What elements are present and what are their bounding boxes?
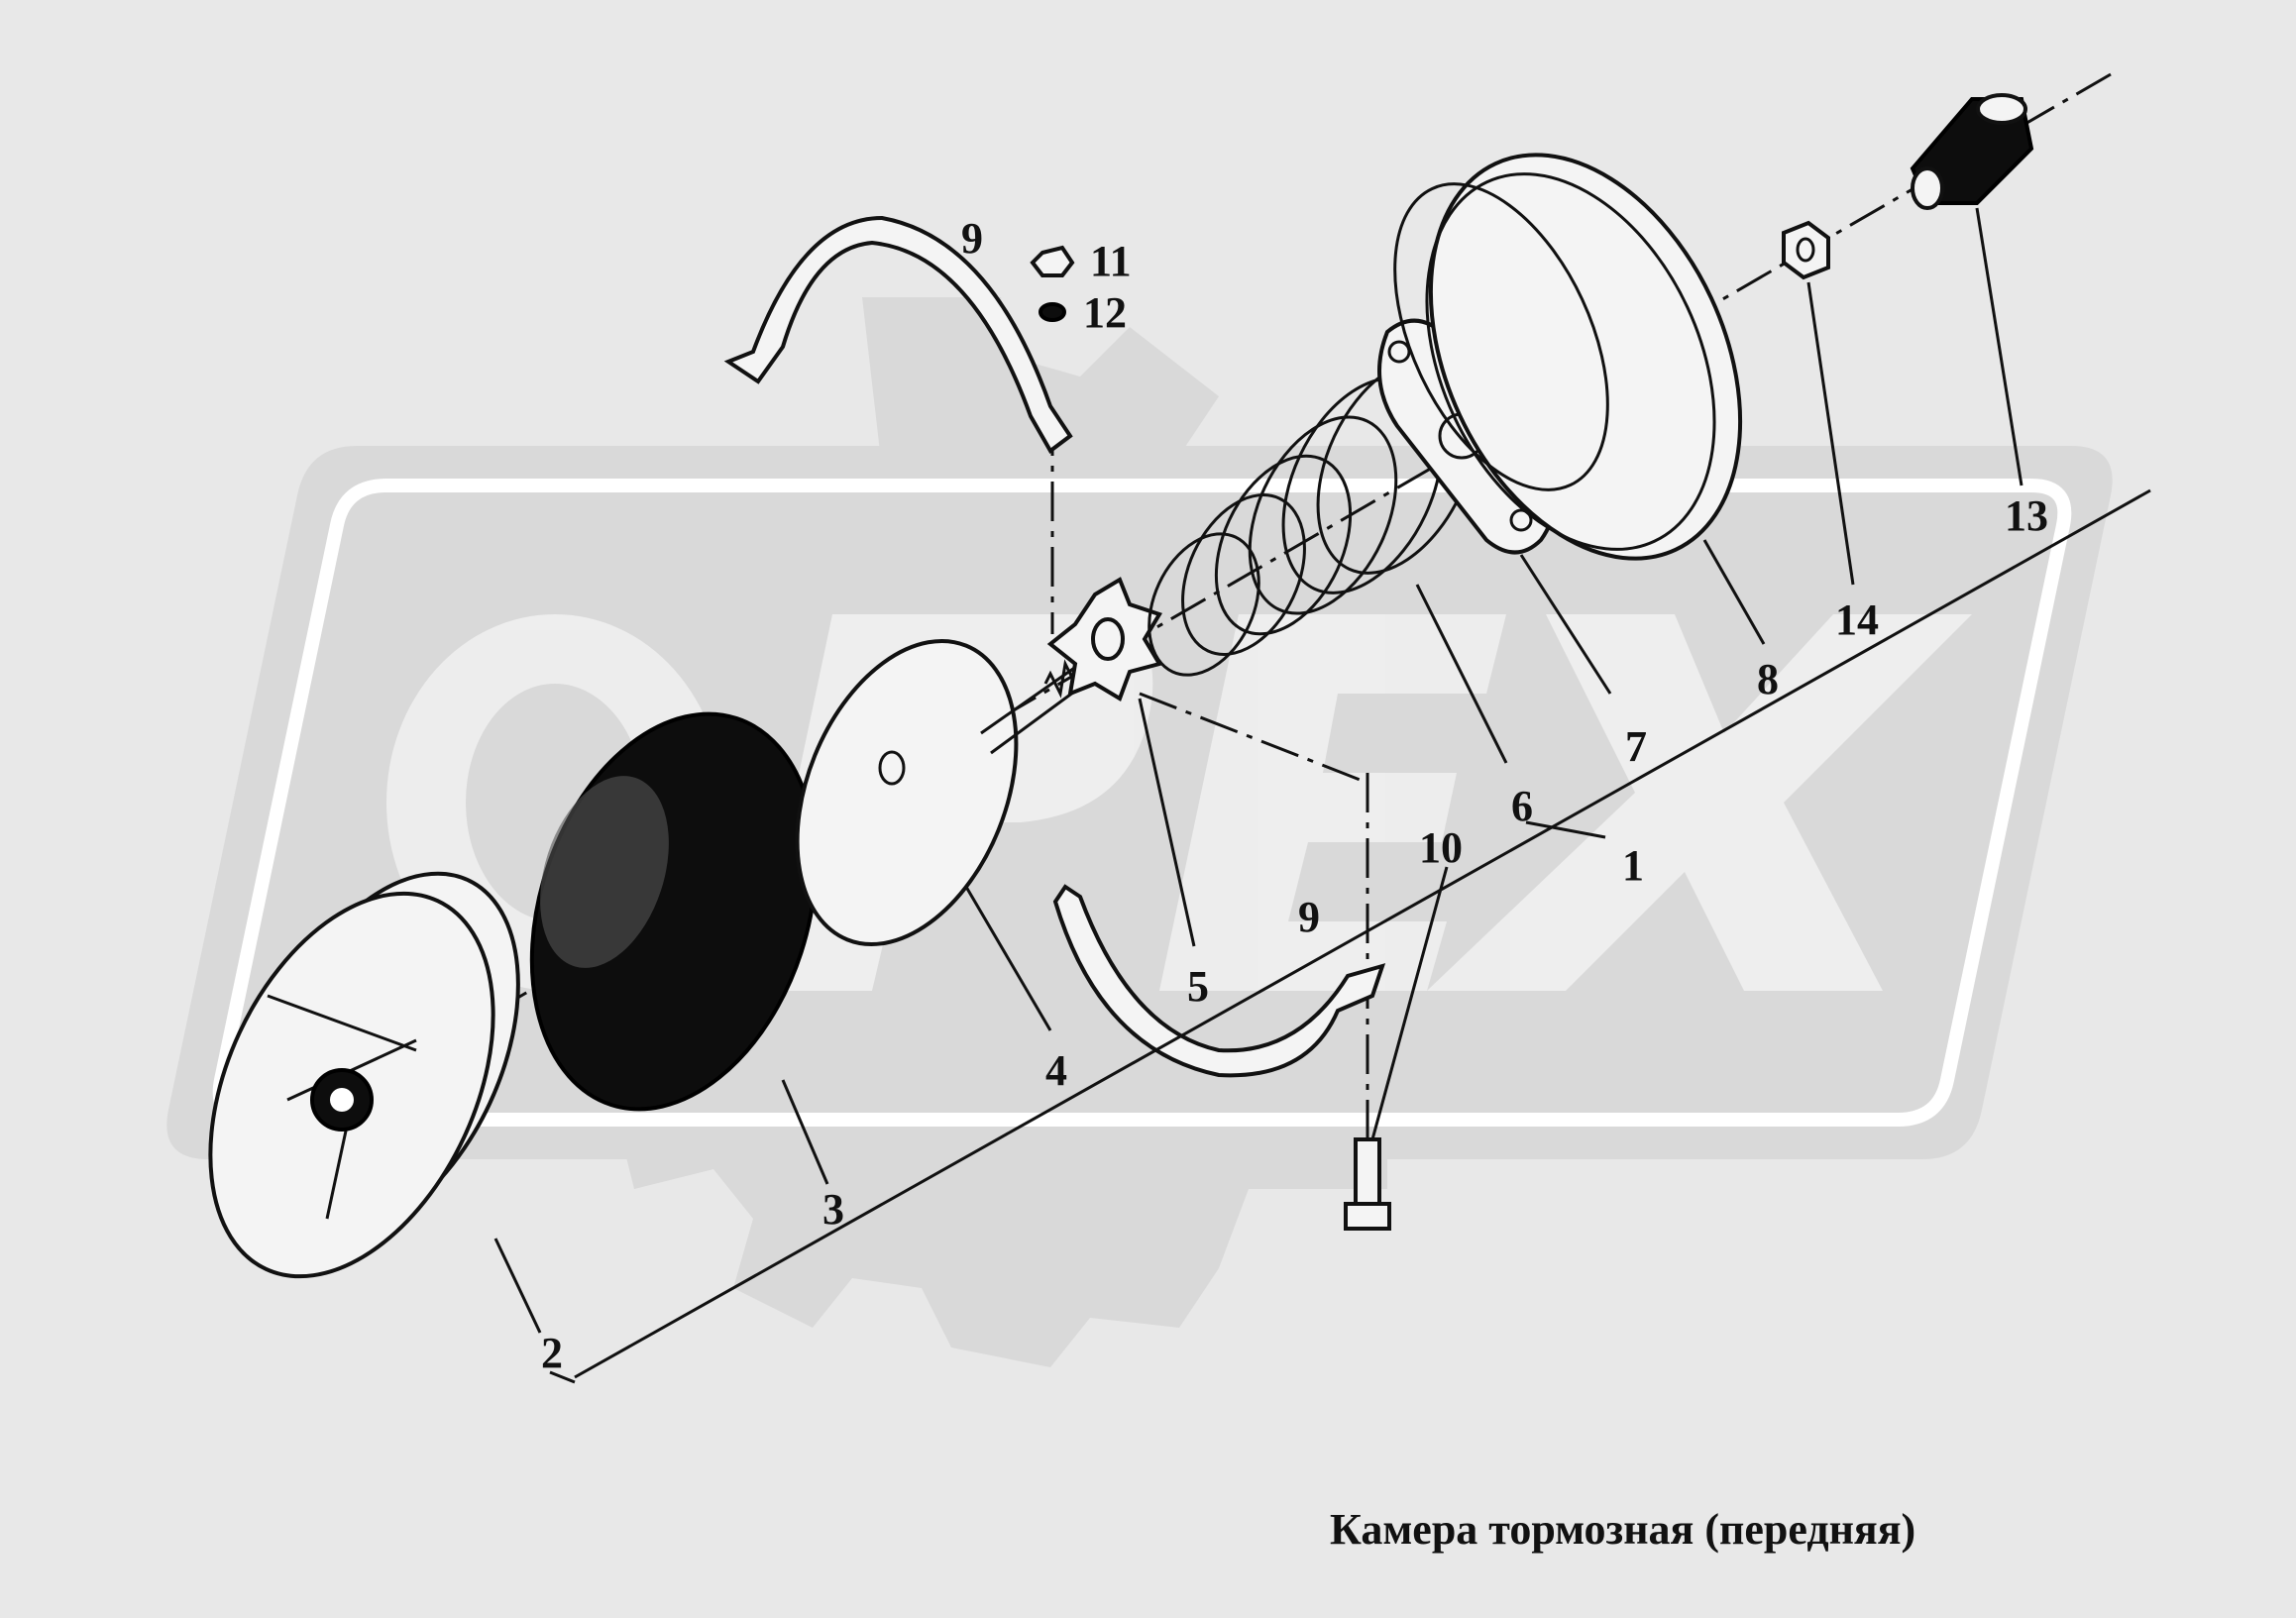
callout-4: 4 xyxy=(1045,1046,1067,1095)
callout-13: 13 xyxy=(2005,491,2048,540)
callout-labels: 1 2 3 4 5 6 7 8 9 9 10 11 12 13 14 xyxy=(541,214,2048,1377)
part-6-return-spring xyxy=(1148,357,1478,677)
callout-7: 7 xyxy=(1625,722,1647,771)
callout-5: 5 xyxy=(1187,962,1209,1011)
clamp-axis xyxy=(1139,692,1368,785)
callout-12: 12 xyxy=(1083,288,1127,337)
leader-group-1 xyxy=(574,488,2151,1379)
callout-6: 6 xyxy=(1511,782,1533,830)
part-5-star-washer xyxy=(1046,577,1163,701)
callout-9-upper: 9 xyxy=(961,214,983,263)
part-14-nut xyxy=(1782,220,1830,280)
callout-10: 10 xyxy=(1419,823,1463,872)
watermark-logo xyxy=(166,297,2113,1367)
callout-3: 3 xyxy=(822,1185,844,1234)
callout-2: 2 xyxy=(541,1329,563,1377)
callout-14: 14 xyxy=(1835,595,1879,644)
diagram-caption: Камера тормозная (передняя) xyxy=(1330,1505,1916,1554)
callout-11: 11 xyxy=(1090,237,1132,285)
part-3-diaphragm xyxy=(529,711,819,1112)
callout-8: 8 xyxy=(1757,655,1779,703)
part-9-clamp-upper xyxy=(723,215,1073,454)
part-9-clamp-lower xyxy=(1052,884,1386,1078)
part-13-fork xyxy=(1910,93,2034,210)
watermark-banner-inner-frame xyxy=(212,479,2072,1127)
part-12-washer xyxy=(1039,302,1066,322)
part-8-rear-housing xyxy=(1393,153,1743,561)
callout-1: 1 xyxy=(1622,841,1644,890)
part-2-front-cover xyxy=(208,871,520,1279)
callout-9-lower: 9 xyxy=(1298,893,1320,941)
leader-lines xyxy=(493,207,2151,1384)
part-11-nut xyxy=(1030,245,1075,277)
part-10-bolt xyxy=(1344,1137,1391,1231)
part-4-pressure-disc xyxy=(795,638,1086,947)
